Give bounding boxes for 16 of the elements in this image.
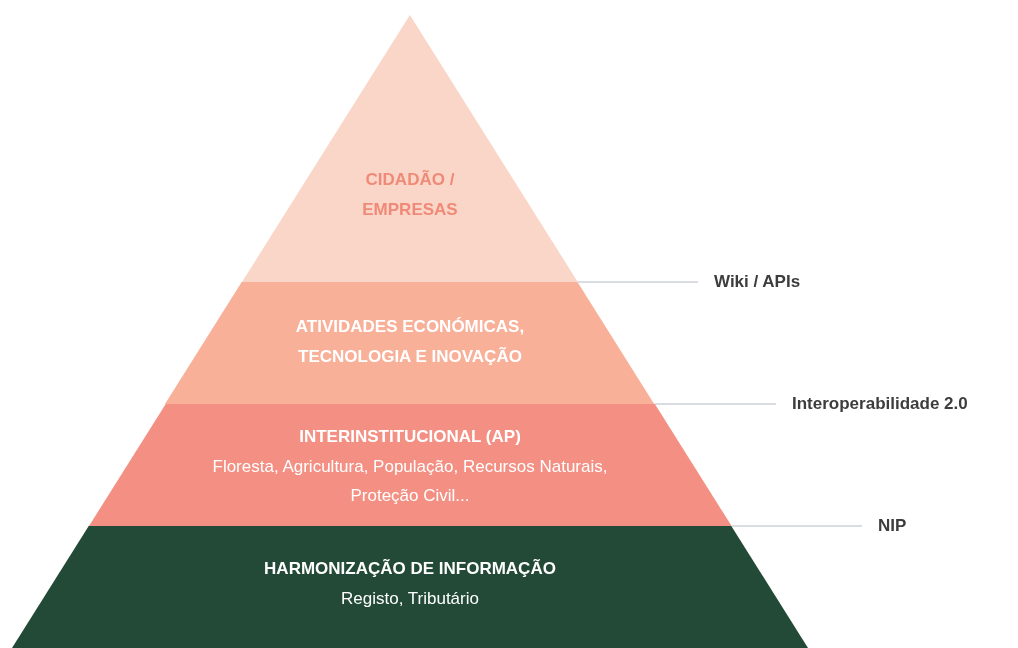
tier-text: Registo, Tributário — [341, 588, 479, 610]
tier-text: Floresta, Agricultura, População, Recursos Naturais, Proteção Civil... — [211, 456, 609, 507]
tier-heading: HARMONIZAÇÃO DE INFORMAÇÃO — [264, 558, 556, 580]
leader-line — [654, 403, 777, 405]
tier-heading: CIDADÃO / EMPRESAS — [361, 169, 459, 221]
side-label: NIP — [878, 515, 907, 538]
pyramid-tier — [88, 404, 732, 526]
tier-heading: INTERINSTITUCIONAL (AP) — [299, 426, 521, 448]
pyramid-tier — [242, 15, 578, 282]
leader-line — [577, 281, 699, 283]
tier-heading: ATIVIDADES ECONÓMICAS, TECNOLOGIA E INOVAÇÃO — [294, 316, 526, 368]
side-label: Wiki / APIs — [714, 271, 801, 294]
leader-line — [730, 525, 863, 527]
side-label: Interoperabilidade 2.0 — [792, 393, 968, 416]
pyramid-tier — [12, 526, 808, 648]
pyramid-tier — [165, 282, 655, 404]
